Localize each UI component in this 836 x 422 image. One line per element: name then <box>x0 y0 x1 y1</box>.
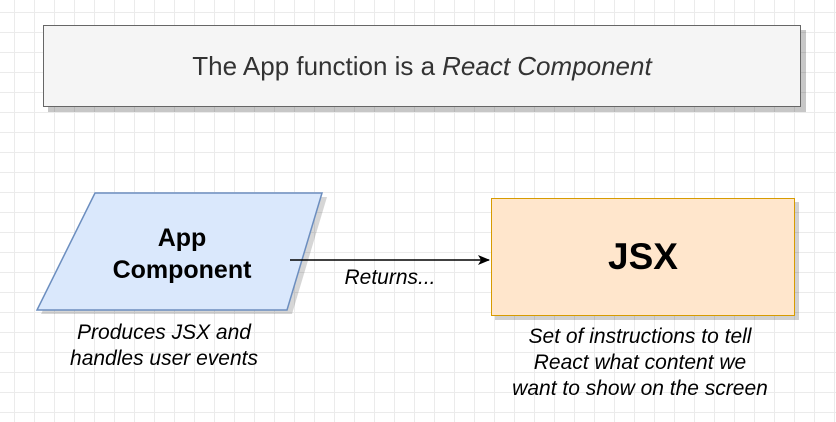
app-label-line2: Component <box>112 256 252 284</box>
app-caption-line2: handles user events <box>70 347 258 370</box>
jsx-box: JSX <box>491 198 795 316</box>
app-caption: Produces JSX and handles user events <box>44 320 284 372</box>
jsx-caption: Set of instructions to tell React what c… <box>480 324 800 402</box>
jsx-caption-line3: want to show on the screen <box>512 377 768 400</box>
app-label-line1: App <box>157 224 207 252</box>
app-component-label: App Component <box>77 222 287 286</box>
returns-label: Returns... <box>344 266 436 289</box>
title-box: The App function is a React Component <box>43 25 801 107</box>
title-emphasis: React Component <box>442 50 652 81</box>
jsx-caption-line2: React what content we <box>533 351 747 374</box>
jsx-label: JSX <box>608 236 678 277</box>
title-text: The App function is a <box>192 50 436 81</box>
app-component-shape <box>35 192 324 311</box>
jsx-caption-line1: Set of instructions to tell <box>528 325 752 348</box>
app-caption-line1: Produces JSX and <box>77 321 251 344</box>
